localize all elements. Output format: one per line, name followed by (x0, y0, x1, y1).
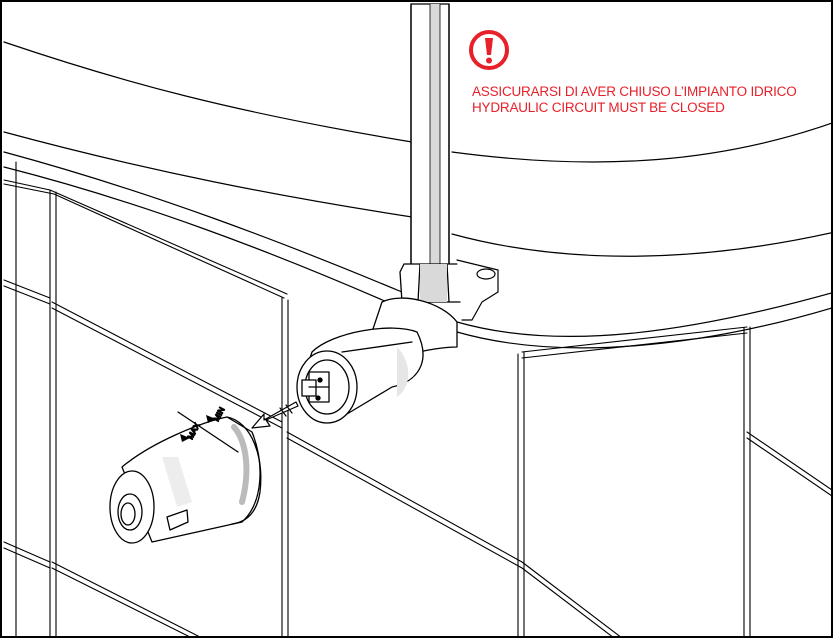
warning-line-italian: ASSICURARSI DI AVER CHIUSO L’IMPIANTO ID… (472, 84, 797, 99)
supply-pipe (410, 3, 450, 267)
warning-line-english: HYDRAULIC CIRCUIT MUST BE CLOSED (472, 100, 725, 115)
exclamation-circle-icon (469, 30, 509, 70)
warning-message: ASSICURARSI DI AVER CHIUSO L’IMPIANTO ID… (472, 84, 797, 116)
valve-body (296, 297, 458, 424)
removal-arrow (251, 401, 299, 429)
removed-knob: MAX MIN (109, 405, 262, 544)
hex-nut (399, 263, 467, 303)
mounting-bracket (456, 259, 499, 321)
basin-rim (3, 41, 831, 349)
tile-wall (3, 161, 831, 636)
